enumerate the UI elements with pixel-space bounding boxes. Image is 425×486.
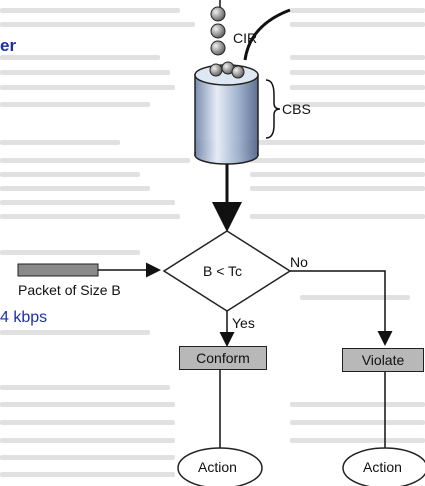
packet-bar	[17, 263, 99, 277]
incoming-stream-line	[243, 8, 291, 61]
header-fragment: er	[0, 36, 17, 55]
no-branch-arrow	[290, 270, 393, 346]
decision-label: B < Tc	[203, 263, 243, 279]
cir-label: CIR	[233, 30, 258, 46]
token-ball	[210, 6, 226, 22]
action-left-label: Action	[198, 459, 237, 475]
cbs-label: CBS	[282, 101, 311, 117]
cbs-brace	[265, 79, 281, 139]
violate-box: Violate	[342, 348, 424, 372]
action-right-label: Action	[363, 459, 402, 475]
packet-label: Packet of Size B	[18, 282, 121, 298]
token-ball	[210, 40, 226, 56]
conform-box: Conform	[179, 346, 267, 370]
action-oval-left	[177, 447, 263, 486]
token-ball	[210, 23, 226, 39]
kbps-fragment: 4 kbps	[0, 309, 48, 326]
action-oval-right	[342, 447, 425, 486]
token-bucket	[194, 61, 259, 165]
yes-label: Yes	[232, 315, 255, 331]
no-label: No	[290, 254, 308, 270]
